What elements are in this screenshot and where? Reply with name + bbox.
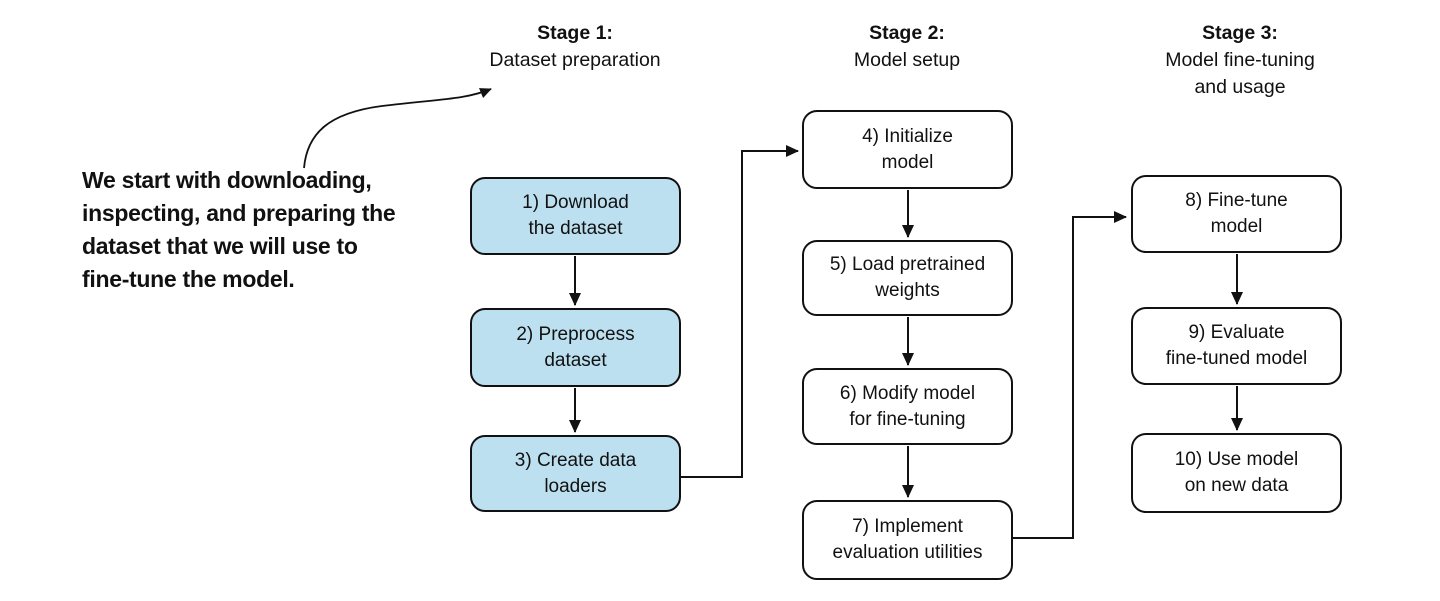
- flow-box-9-evaluate-fine-tuned-model: 9) Evaluate fine-tuned model: [1131, 307, 1342, 385]
- box-label-line: 5) Load pretrained: [829, 254, 986, 275]
- box-label-line: 9) Evaluate: [1188, 322, 1285, 343]
- flow-box-2-preprocess-dataset: 2) Preprocess dataset: [470, 308, 681, 387]
- annotation-text: We start with downloading, inspecting, a…: [82, 164, 396, 296]
- box-label-line: 6) Modify model: [839, 382, 976, 404]
- annotation-line: dataset that we will use to: [82, 233, 358, 259]
- connector-box3-to-box4: [681, 145, 799, 478]
- box-label-line: 2) Preprocess: [516, 323, 635, 345]
- box-label-line: 1) Download: [522, 192, 629, 213]
- box-label-line: dataset: [544, 349, 607, 371]
- box-label-line: weights: [875, 280, 940, 301]
- annotation-line: fine-tune the model.: [82, 266, 295, 292]
- box-label-line: 10) Use model: [1174, 449, 1299, 470]
- flow-box-6-modify-model: 6) Modify model for fine-tuning: [802, 368, 1013, 445]
- box-label-line: model: [881, 151, 934, 173]
- stage1-subtitle: Dataset preparation: [489, 49, 661, 71]
- stage3-subtitle: and usage: [1194, 76, 1286, 98]
- box-label-line: for fine-tuning: [849, 408, 966, 430]
- stage3-subtitle: Model fine-tuning: [1165, 49, 1315, 71]
- box-label-line: 8) Fine-tune: [1185, 190, 1288, 211]
- box-label-line: fine-tuned model: [1165, 348, 1308, 369]
- annotation-line: We start with downloading,: [82, 167, 372, 193]
- box-label-line: 4) Initialize: [862, 125, 953, 147]
- box-label-line: 7) Implement: [852, 516, 963, 537]
- box-label-line: 3) Create data: [514, 449, 637, 471]
- stage3-title: Stage 3:: [1202, 22, 1278, 44]
- flow-box-10-use-model-new-data: 10) Use model on new data: [1131, 433, 1342, 513]
- flow-box-8-fine-tune-model: 8) Fine-tune model: [1131, 175, 1342, 253]
- box-label-line: model: [1210, 216, 1263, 237]
- box-label-line: the dataset: [528, 218, 623, 239]
- flow-box-1-download-dataset: 1) Download the dataset: [470, 177, 681, 255]
- stage1-title: Stage 1:: [537, 22, 613, 44]
- box-label-line: loaders: [544, 475, 607, 497]
- connector-box7-to-box8: [1012, 211, 1127, 539]
- box-label-line: evaluation utilities: [832, 542, 983, 563]
- stage2-title: Stage 2:: [869, 22, 945, 44]
- annotation-line: inspecting, and preparing the: [82, 200, 396, 226]
- stage2-subtitle: Model setup: [853, 49, 961, 71]
- box-label-line: on new data: [1184, 475, 1289, 496]
- stage3-header: Stage 3: Model fine-tuning and usage: [1140, 20, 1340, 101]
- flow-box-3-create-data-loaders: 3) Create data loaders: [470, 435, 681, 512]
- flow-box-5-load-pretrained-weights: 5) Load pretrained weights: [802, 240, 1013, 316]
- flow-box-7-implement-evaluation-utilities: 7) Implement evaluation utilities: [802, 500, 1013, 580]
- stage1-header: Stage 1: Dataset preparation: [450, 20, 700, 74]
- flow-box-4-initialize-model: 4) Initialize model: [802, 110, 1013, 189]
- stage2-header: Stage 2: Model setup: [782, 20, 1032, 74]
- annotation-curved-arrow: [303, 88, 492, 169]
